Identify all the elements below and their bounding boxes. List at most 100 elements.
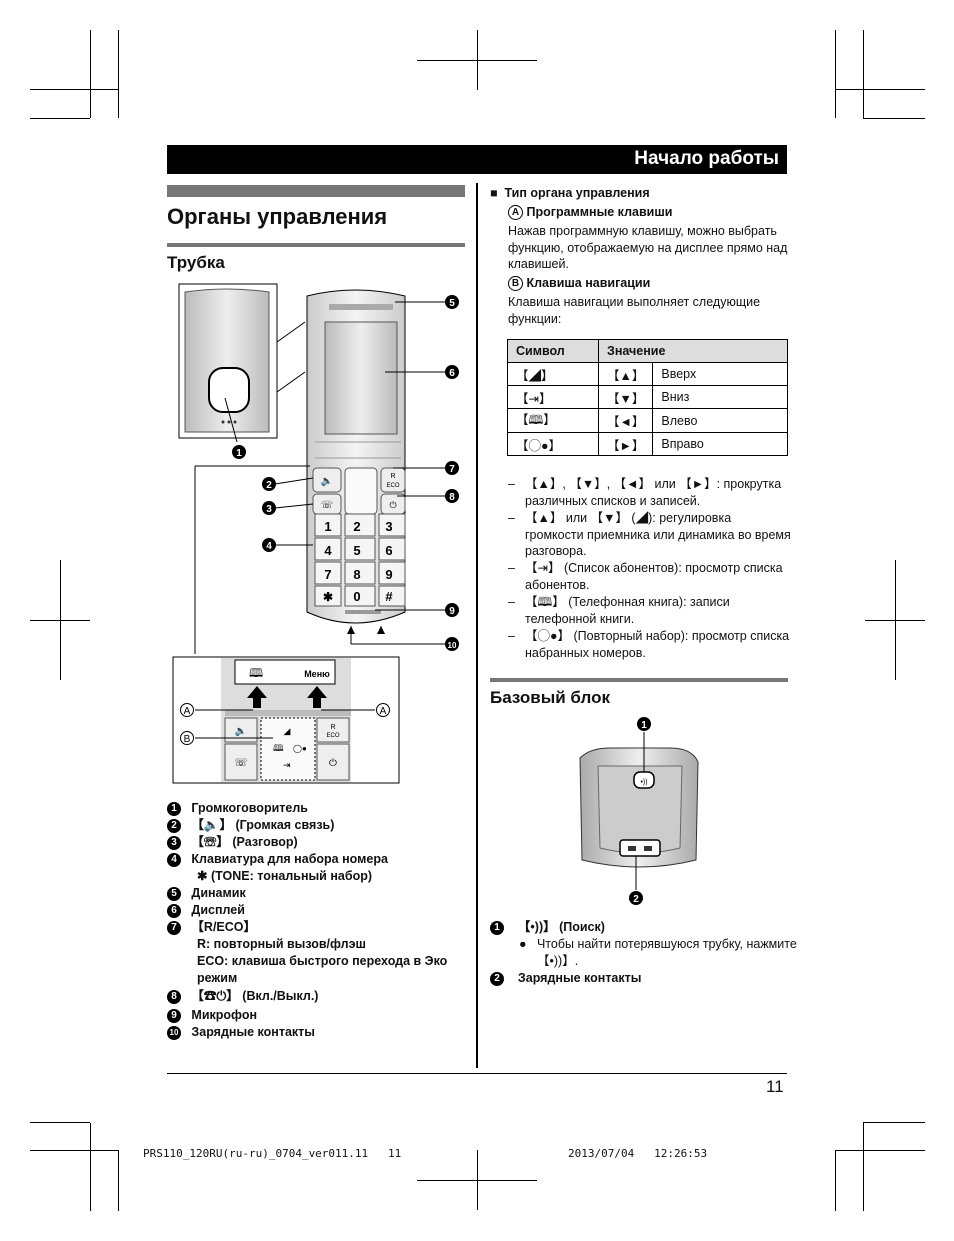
table-cell: 【◄】 — [597, 408, 654, 433]
title-underline — [167, 243, 465, 247]
column-divider — [476, 183, 478, 1068]
svg-text:0: 0 — [353, 589, 360, 604]
svg-text:Меню: Меню — [304, 669, 330, 679]
svg-text:🕮: 🕮 — [273, 743, 284, 753]
svg-text:✱: ✱ — [323, 590, 333, 604]
crop-mark — [90, 1123, 91, 1211]
page-number: 11 — [766, 1077, 784, 1096]
table-cell: 【◢】 — [507, 362, 599, 386]
crop-mark — [835, 1150, 925, 1151]
svg-text:6: 6 — [385, 543, 392, 558]
controls-heading: ■ Тип органа управления — [490, 186, 650, 200]
navkey-text: Клавиша навигации выполняет следующие фу… — [508, 295, 761, 326]
table-row: 【◯●】 【►】 Вправо — [507, 432, 788, 456]
table-cell: Влево — [652, 408, 788, 433]
svg-text:7: 7 — [449, 464, 455, 475]
table-row: 【◢】 【▲】 Вверх — [507, 362, 788, 386]
legend-item: 2 【🔈】 (Громкая связь) — [167, 817, 334, 834]
crop-mark — [90, 30, 91, 118]
base-legend-item: 2 Зарядные контакты — [490, 970, 641, 987]
svg-text:2: 2 — [353, 519, 360, 534]
svg-text:2: 2 — [633, 894, 639, 905]
svg-text:⏻: ⏻ — [389, 500, 396, 510]
crop-mark — [835, 89, 925, 90]
table-header: Значение — [598, 339, 788, 363]
legend-item: 4 Клавиатура для набора номера — [167, 851, 388, 868]
table-cell: Вниз — [652, 385, 788, 409]
crop-mark — [835, 30, 836, 118]
svg-text:3: 3 — [385, 519, 392, 534]
svg-text:9: 9 — [385, 567, 392, 582]
svg-text:ECO: ECO — [386, 483, 399, 489]
print-footer-left: PRS110_120RU(ru-ru)_0704_ver011.11 11 — [143, 1147, 402, 1160]
svg-text:⏻: ⏻ — [329, 758, 337, 769]
svg-text:◯●: ◯● — [293, 744, 307, 753]
table-cell: 【◯●】 — [507, 432, 599, 456]
svg-text:6: 6 — [449, 368, 455, 379]
crop-mark — [30, 118, 90, 119]
legend-item: ECO: клавиша быстрого перехода в Эко — [197, 954, 448, 968]
svg-text:8: 8 — [353, 567, 360, 582]
crop-mark — [863, 1122, 925, 1123]
section-header: Начало работы — [167, 145, 787, 174]
svg-text:🕮: 🕮 — [249, 666, 263, 680]
svg-text:B: B — [184, 734, 191, 745]
crop-mark — [30, 89, 118, 90]
svg-text:1: 1 — [324, 519, 331, 534]
crop-mark — [835, 1150, 836, 1211]
svg-text:5: 5 — [353, 543, 360, 558]
legend-item: ✱ (TONE: тональный набор) — [197, 869, 372, 883]
svg-text:🔈: 🔈 — [321, 476, 333, 487]
legend-item: 8 【☎⏻】 (Вкл./Выкл.) — [167, 988, 318, 1005]
navkey-title: B Клавиша навигации — [508, 275, 650, 292]
svg-text:R: R — [390, 473, 395, 480]
legend-item: 5 Динамик — [167, 885, 246, 902]
crop-mark — [895, 560, 896, 680]
crop-mark — [30, 1150, 118, 1151]
svg-text:4: 4 — [324, 543, 332, 558]
handset-heading: Трубка — [167, 253, 225, 272]
table-cell: 【►】 — [597, 432, 654, 456]
svg-text:4: 4 — [266, 541, 272, 552]
legend-item: режим — [197, 971, 238, 985]
base-legend-item: 1 【•))】 (Поиск) — [490, 919, 605, 936]
table-cell: 【⇥】 — [507, 385, 599, 409]
crop-mark — [417, 1180, 537, 1181]
svg-text:7: 7 — [324, 567, 331, 582]
svg-text:◢: ◢ — [284, 726, 291, 736]
bullet-item: –【▲】 или 【▼】 (◢): регулировка громкости … — [508, 511, 791, 558]
svg-text:5: 5 — [449, 298, 455, 309]
bullet-item: –【▲】, 【▼】, 【◄】 или 【►】: прокрутка различ… — [508, 477, 782, 508]
legend-item: 7 【R/ECO】 — [167, 919, 256, 936]
base-unit-illustration: •)) 1 2 — [579, 717, 699, 905]
svg-text:A: A — [380, 706, 387, 717]
crop-mark — [417, 60, 537, 61]
table-row: 【🕮】 【◄】 Влево — [507, 408, 788, 433]
svg-text:1: 1 — [641, 720, 647, 731]
crop-mark — [118, 1150, 119, 1211]
crop-mark — [863, 118, 925, 119]
crop-mark — [118, 30, 119, 118]
svg-text:2: 2 — [266, 480, 272, 491]
footer-rule — [167, 1073, 787, 1074]
crop-mark — [863, 30, 864, 118]
legend-item: R: повторный вызов/флэш — [197, 937, 366, 951]
bullet-item: –【⇥】 (Список абонентов): просмотр списка… — [508, 561, 783, 592]
svg-text:1: 1 — [236, 448, 242, 459]
section-rule — [490, 678, 788, 682]
bullet-item: –【🕮】 (Телефонная книга): записи телефонн… — [508, 595, 730, 626]
legend-item: 10 Зарядные контакты — [167, 1024, 315, 1041]
table-cell: 【▲】 — [597, 362, 654, 386]
bullet-item: –【◯●】 (Повторный набор): просмотр списка… — [508, 629, 790, 660]
table-row: 【⇥】 【▼】 Вниз — [507, 385, 788, 409]
print-footer-right: 2013/07/04 12:26:53 — [568, 1147, 708, 1160]
handset-illustration: 🔈 ☏ R ECO ⏻ 1 2 3 4 5 6 7 8 9 ✱ 0 # 5 6 — [172, 283, 459, 784]
legend-item: 3 【☏】 (Разговор) — [167, 834, 298, 851]
page-title: Органы управления — [167, 204, 388, 229]
softkeys-text: Нажав программную клавишу, можно выбрать… — [508, 224, 788, 271]
table-cell: 【🕮】 — [507, 408, 599, 433]
svg-text:ECO: ECO — [326, 733, 339, 739]
svg-text:3: 3 — [266, 504, 272, 515]
table-header-row: Символ Значение — [507, 339, 788, 363]
table-cell: Вправо — [652, 432, 788, 456]
